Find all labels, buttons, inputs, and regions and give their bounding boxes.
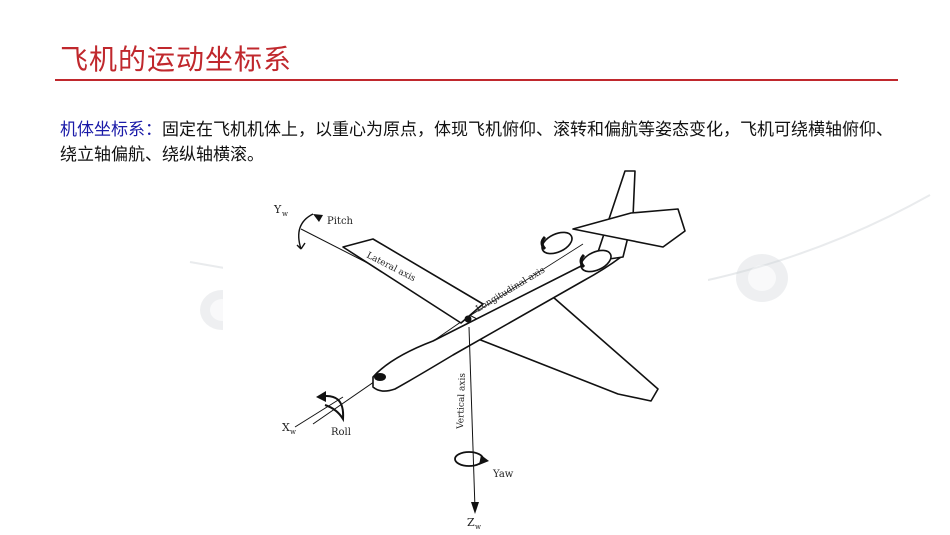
vertical-axis-line: [468, 326, 476, 510]
yw-label: Y: [273, 203, 282, 216]
aircraft-axes-figure: Y w Pitch Lateral axis Longitudinal axis…: [223, 169, 708, 535]
vertical-axis-arrowhead: [471, 502, 479, 514]
xw-label: X: [282, 421, 290, 434]
airplane-outline: [342, 170, 686, 402]
zw-subscript: w: [475, 523, 481, 531]
page-title: 飞机的运动坐标系: [60, 43, 293, 76]
engine-intake-left: [540, 235, 547, 251]
yw-subscript: w: [282, 210, 288, 218]
xw-subscript: w: [290, 428, 296, 436]
description-term: 机体坐标系：: [60, 120, 162, 140]
engine-intake-right: [579, 253, 586, 269]
yaw-arrow-head: [479, 455, 489, 465]
xw-axis-line: [294, 396, 344, 428]
description-paragraph: 机体坐标系：固定在飞机机体上，以重心为原点，体现飞机俯仰、滚转和偏航等姿态变化，…: [60, 118, 900, 168]
yaw-rotation-arrow: [454, 451, 484, 467]
aircraft-axes-diagram: Y w Pitch Lateral axis Longitudinal axis…: [273, 170, 686, 531]
zw-label: Z: [467, 516, 475, 529]
vertical-axis-label: Vertical axis: [456, 373, 468, 431]
roll-arrow-head: [316, 391, 326, 402]
pitch-rotation-arrow: [296, 213, 314, 250]
pitch-label: Pitch: [327, 216, 354, 227]
roll-label: Roll: [331, 427, 351, 438]
yaw-label: Yaw: [492, 469, 514, 480]
roll-rotation-arrow: [317, 395, 345, 423]
title-divider: [55, 79, 898, 81]
cockpit-window: [374, 373, 386, 381]
description-text: 固定在飞机机体上，以重心为原点，体现飞机俯仰、滚转和偏航等姿态变化，飞机可绕横轴…: [60, 120, 893, 165]
center-of-gravity-dot: [464, 315, 472, 323]
longitudinal-axis-line-front: [467, 243, 584, 318]
pitch-arrow-head: [313, 214, 323, 222]
